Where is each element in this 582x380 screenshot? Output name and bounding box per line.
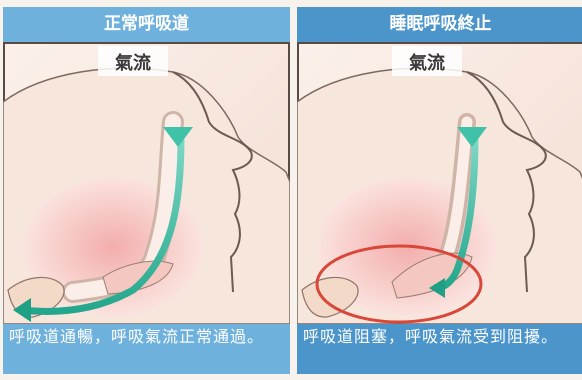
panel-sleep-apnea: 睡眠呼吸終止 <box>297 7 582 380</box>
panel-normal-airway: 正常呼吸道 <box>3 7 290 380</box>
panel-caption: 呼吸道通暢，呼吸氣流正常通過。 <box>3 324 290 374</box>
airway-illustration: 氣流 <box>297 42 582 324</box>
airway-diagram: 氣流 <box>3 42 290 324</box>
panel-caption: 呼吸道阻塞，呼吸氣流受到阻擾。 <box>297 324 582 374</box>
airflow-label: 氣流 <box>409 52 445 74</box>
airway-diagram: 氣流 <box>297 42 582 324</box>
airway-illustration: 氣流 <box>3 42 290 324</box>
airflow-label: 氣流 <box>115 52 151 74</box>
panel-title: 正常呼吸道 <box>3 7 290 42</box>
panel-title: 睡眠呼吸終止 <box>297 7 582 42</box>
